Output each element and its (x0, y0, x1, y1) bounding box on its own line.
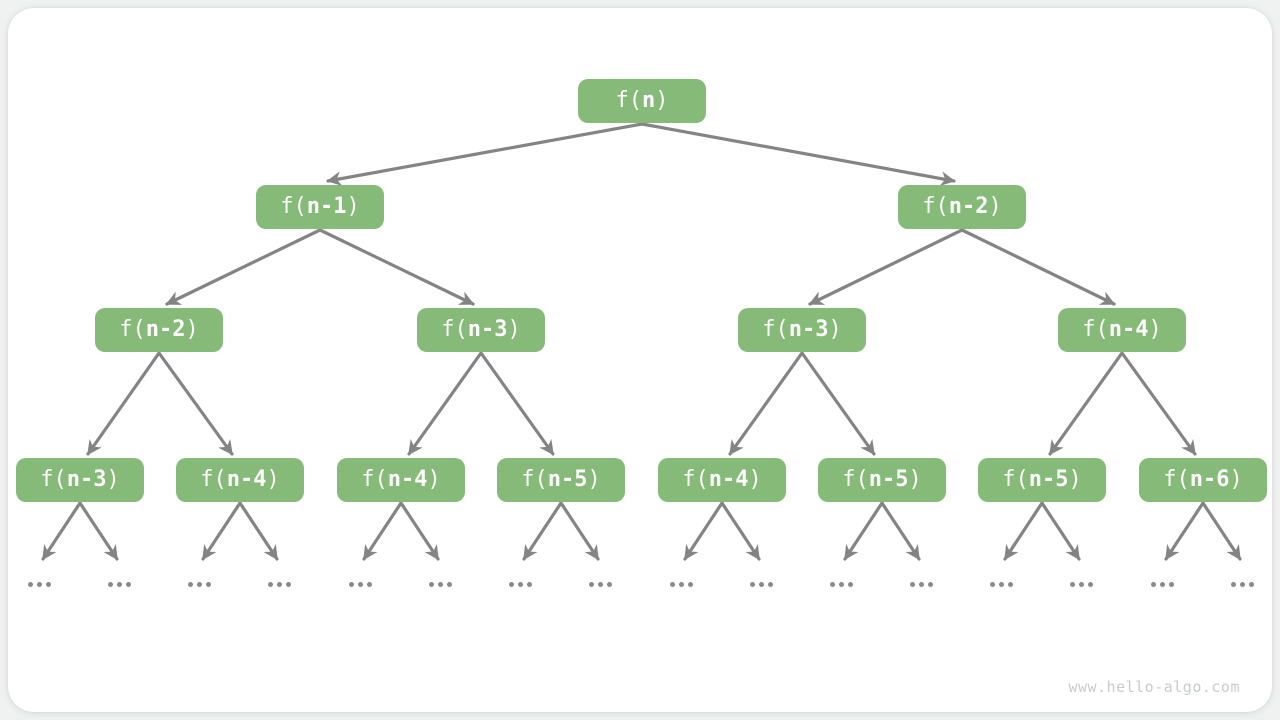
tree-edge-to-ellipsis (1201, 501, 1242, 561)
tree-edge (1048, 351, 1124, 456)
tree-edge-to-ellipsis (201, 501, 242, 561)
tree-edge (808, 228, 964, 306)
tree-edge-to-ellipsis (41, 501, 82, 561)
tree-edge (86, 351, 161, 456)
tree-edge-to-ellipsis (683, 501, 724, 561)
tree-edge (479, 351, 555, 456)
tree-edge-to-ellipsis (1003, 501, 1044, 561)
tree-edge (728, 351, 804, 456)
tree-edge (165, 228, 322, 306)
tree-edge-to-ellipsis (362, 501, 403, 561)
tree-edge (1120, 351, 1197, 456)
tree-edge (157, 351, 234, 456)
tree-edge (326, 122, 644, 186)
tree-edge-to-ellipsis (399, 501, 440, 561)
watermark: www.hello-algo.com (1068, 678, 1240, 696)
tree-edge (407, 351, 483, 456)
tree-edge (318, 228, 475, 306)
tree-edge-to-ellipsis (522, 501, 563, 561)
tree-edge (640, 122, 956, 186)
tree-edge-to-ellipsis (78, 501, 119, 561)
tree-edge-to-ellipsis (720, 501, 761, 561)
tree-edge-to-ellipsis (1164, 501, 1205, 561)
tree-edge-to-ellipsis (843, 501, 884, 561)
tree-edge (960, 228, 1116, 306)
tree-edge (800, 351, 876, 456)
tree-edge-to-ellipsis (238, 501, 279, 561)
tree-edge-to-ellipsis (559, 501, 600, 561)
tree-edge-to-ellipsis (880, 501, 921, 561)
tree-edge-to-ellipsis (1040, 501, 1081, 561)
